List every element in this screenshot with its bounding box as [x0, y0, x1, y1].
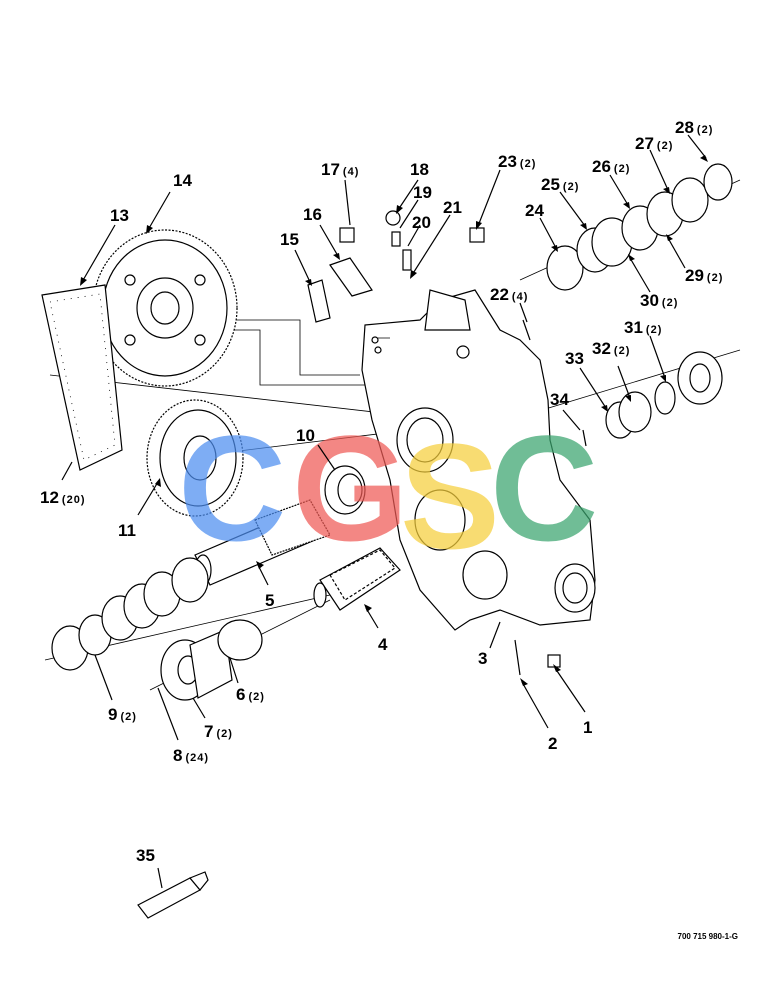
gear-11: [146, 399, 244, 517]
pinion-4: [313, 547, 401, 611]
callout-5: 5: [265, 591, 274, 610]
callout-25: 25(2): [541, 175, 579, 194]
parts-artwork: [41, 163, 741, 919]
bearing-races-9-group: [51, 557, 209, 671]
drawing-number: 700 715 980-1-G: [678, 932, 739, 941]
callout-32: 32(2): [592, 339, 630, 358]
callout-8: 8(24): [173, 746, 209, 765]
callout-16: 16: [303, 205, 322, 224]
tool-35: [137, 871, 209, 919]
callout-7: 7(2): [204, 722, 233, 741]
callout-13: 13: [110, 206, 129, 225]
callout-27: 27(2): [635, 134, 673, 153]
watermark-letter-s: S: [400, 412, 500, 580]
callout-26: 26(2): [592, 157, 630, 176]
callout-20: 20: [412, 213, 431, 232]
callout-4: 4: [378, 635, 388, 654]
callout-30: 30(2): [640, 291, 678, 310]
callout-19: 19: [413, 183, 432, 202]
watermark-letter-c1: C: [178, 404, 286, 572]
callout-leaders: [61, 134, 708, 889]
callout-labels: 1 2 3 4 5 6(2) 7(2) 8(24) 9(2) 10 11 12(…: [40, 118, 723, 865]
callout-31: 31(2): [624, 318, 662, 337]
hub-7: [160, 619, 263, 701]
callout-28: 28(2): [675, 118, 713, 137]
callout-12: 12(20): [40, 488, 85, 507]
callout-29: 29(2): [685, 266, 723, 285]
callout-22: 22(4): [490, 285, 528, 304]
callout-11: 11: [118, 521, 136, 540]
callout-3: 3: [478, 649, 487, 668]
brackets-15-16: [307, 210, 531, 341]
callout-35: 35: [136, 846, 155, 865]
bearing-24-30-group: [546, 163, 733, 291]
gearbox-housing: [361, 289, 596, 631]
watermark-letter-c2: C: [490, 404, 598, 572]
callout-18: 18: [410, 160, 429, 179]
fittings-1-2-3-34: [514, 429, 587, 676]
callout-24: 24: [525, 201, 544, 220]
gasket-13: [41, 284, 123, 471]
callout-33: 33: [565, 349, 584, 368]
callout-9: 9(2): [108, 705, 137, 724]
bearing-31-32-group: [605, 351, 723, 439]
gear-14: [92, 229, 238, 387]
callout-21: 21: [443, 198, 462, 217]
shaft-5: [194, 499, 331, 586]
callout-17: 17(4): [321, 160, 359, 179]
callout-34: 34: [550, 390, 569, 409]
callout-23: 23(2): [498, 152, 536, 171]
callout-6: 6(2): [236, 685, 265, 704]
callout-10: 10: [296, 426, 315, 445]
callout-14: 14: [173, 171, 192, 190]
watermark-letter-g: G: [292, 404, 409, 572]
callout-2: 2: [548, 734, 557, 753]
callout-15: 15: [280, 230, 299, 249]
callout-1: 1: [583, 718, 592, 737]
watermark: C G S C: [178, 404, 598, 580]
bearing-10: [324, 465, 366, 515]
